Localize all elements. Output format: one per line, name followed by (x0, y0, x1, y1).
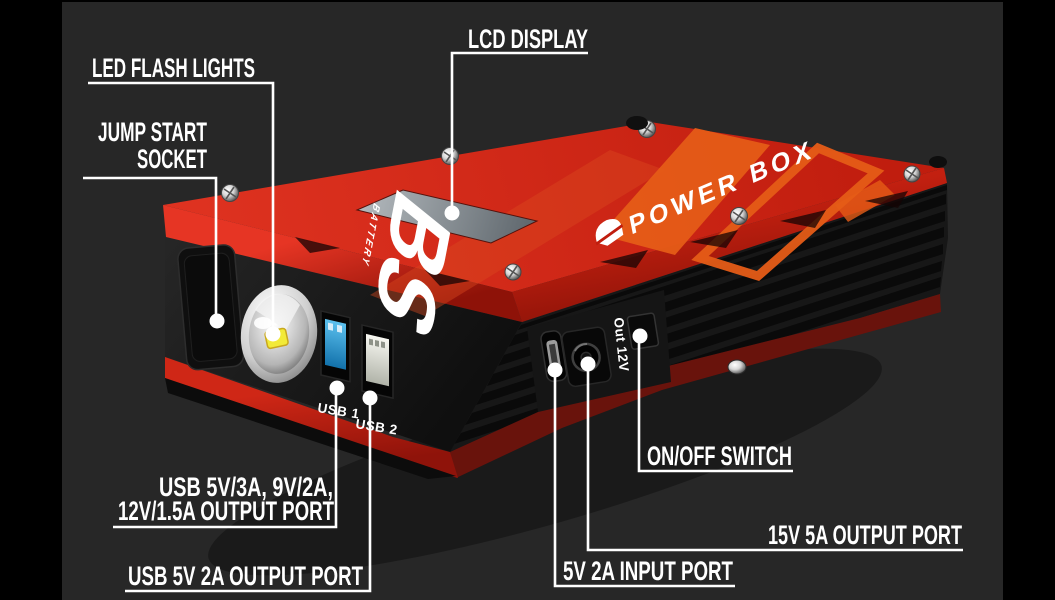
input-leader-line (553, 370, 735, 588)
label-on-off-switch: ON/OFF SWITCH (647, 441, 792, 471)
jump-starter-device: BS BATTERY POWER BOX (163, 116, 948, 479)
annotation-lines (83, 51, 963, 593)
label-usb-multi-line1: USB 5V/3A, 9V/2A, (159, 472, 333, 502)
arrow-graphic (370, 128, 895, 316)
screw-icon (504, 263, 522, 281)
switch-dot (632, 328, 648, 344)
label-jump-start-line2: SOCKET (137, 144, 207, 174)
usb1-port-label: USB 1 (317, 400, 361, 421)
label-jump-start-line1: JUMP START (98, 117, 207, 147)
output15-leader-line (586, 364, 963, 552)
usb2-port-label: USB 2 (355, 416, 399, 437)
usb2-dot (362, 390, 378, 406)
jump-leader-line (83, 176, 218, 321)
usb-multi-leader-line (113, 388, 338, 529)
label-15v-output: 15V 5A OUTPUT PORT (768, 520, 962, 550)
jump-start-socket (177, 244, 245, 371)
front-bevel (163, 205, 522, 322)
led-flashlight (240, 285, 318, 383)
jump-dot (209, 313, 225, 329)
usb-single-leader-line (125, 398, 372, 593)
label-led-flash-lights: LED FLASH LIGHTS (92, 53, 255, 83)
output15-dot (580, 356, 596, 372)
label-usb-multi-line2: 12V/1.5A OUTPUT PORT (118, 496, 334, 526)
out12v-port-label: Out 12V (611, 317, 632, 373)
input-dot (547, 362, 563, 378)
label-lcd-display: LCD DISPLAY (468, 24, 588, 54)
label-input-port: 5V 2A INPUT PORT (563, 556, 733, 586)
lcd-leader-line (450, 51, 588, 213)
bottom-red-rim (450, 294, 941, 478)
front-base-edge (165, 378, 456, 479)
label-usb-single: USB 5V 2A OUTPUT PORT (128, 561, 363, 591)
helmet-icon (595, 218, 624, 246)
screw-icon (730, 207, 748, 225)
rubber-foot (626, 116, 648, 130)
edge-notches (295, 191, 908, 286)
usb1-dot (329, 380, 345, 396)
annotation-labels: LED FLASH LIGHTS LCD DISPLAY JUMP START … (92, 24, 962, 591)
screw-icon (221, 184, 239, 202)
led-dot (265, 326, 281, 342)
screw-icon (903, 165, 921, 183)
annotation-dots (209, 205, 648, 406)
front-red-band (165, 357, 458, 478)
usb1-port (320, 310, 351, 383)
rubber-foot (727, 359, 747, 375)
usb2-port (361, 324, 394, 400)
rubber-foot (929, 156, 947, 168)
device-shadow (208, 348, 882, 576)
device-top-face: BS BATTERY POWER BOX (163, 116, 947, 361)
switch-leader-line (637, 336, 793, 473)
lcd-dot (444, 205, 460, 221)
screw-icon (441, 147, 459, 165)
led-leader-line (88, 81, 275, 334)
